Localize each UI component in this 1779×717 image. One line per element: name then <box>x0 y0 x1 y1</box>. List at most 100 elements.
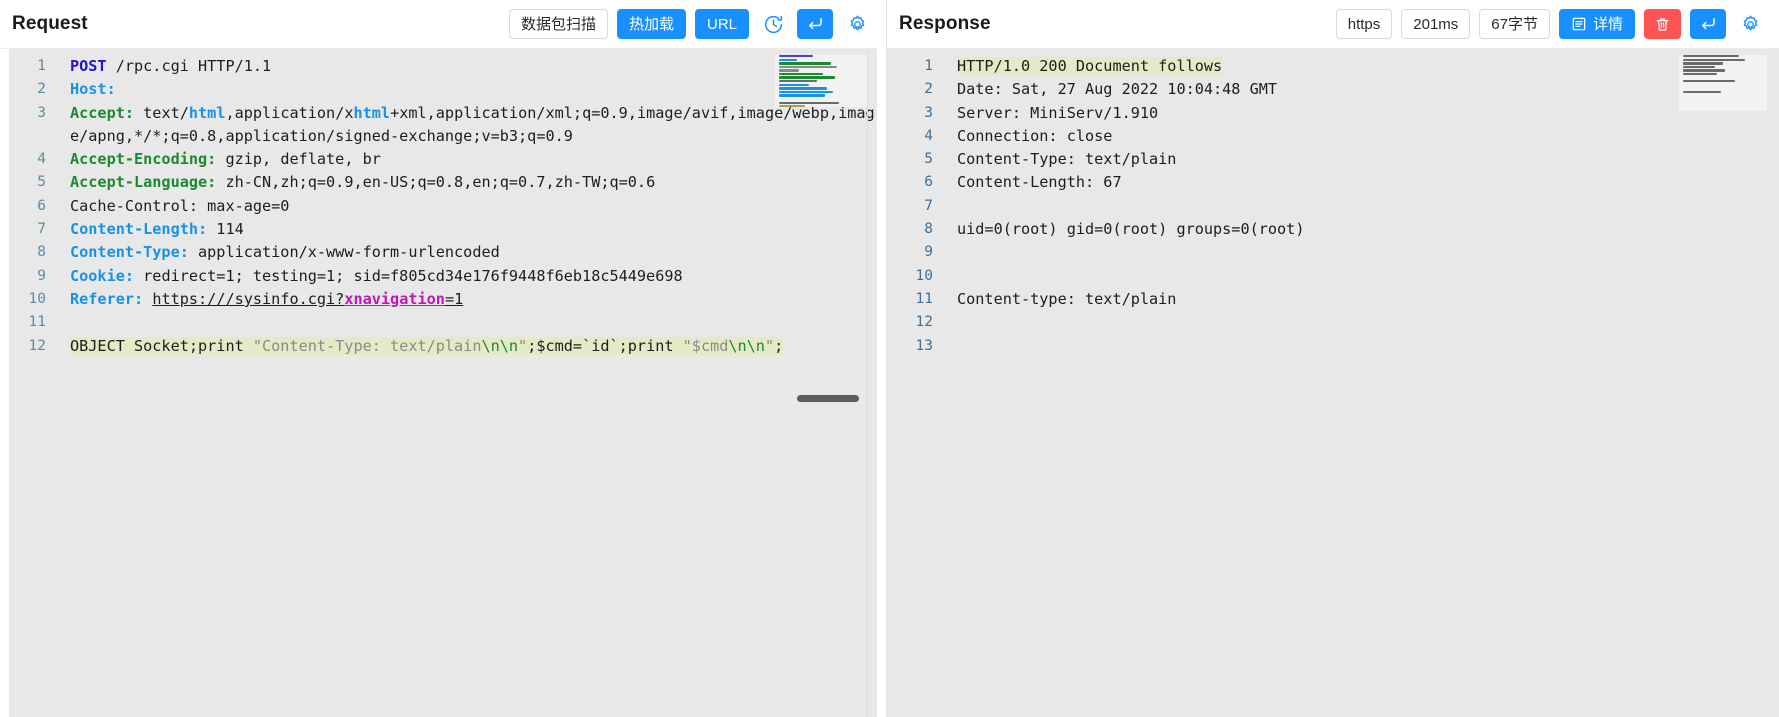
enter-return-icon <box>809 18 822 30</box>
response-toolbar: https 201ms 67字节 详情 <box>1335 9 1765 39</box>
history-icon-button[interactable] <box>758 9 788 39</box>
line-content: POST /rpc.cgi HTTP/1.1 <box>46 55 877 78</box>
code-token: Cache-Control: max-age=0 <box>70 196 290 215</box>
line-number: 12 <box>28 337 46 354</box>
code-token: POST <box>70 57 107 75</box>
scheme-badge-label: https <box>1347 15 1381 33</box>
code-token: " <box>764 336 775 355</box>
details-button[interactable]: 详情 <box>1558 9 1635 39</box>
response-panel-header: Response https 201ms 67字节 详情 <box>887 0 1779 48</box>
code-token: Content-Length: 67 <box>957 173 1122 192</box>
line-content: Accept: text/html,application/xhtml+xml,… <box>46 102 877 149</box>
code-line[interactable]: 9 <box>887 241 1779 264</box>
size-badge[interactable]: 67字节 <box>1479 9 1550 39</box>
code-line[interactable]: 11 Content-type: text/plain <box>887 288 1779 311</box>
line-number: 5 <box>924 151 933 168</box>
code-token: 114 <box>207 220 244 239</box>
send-icon-button[interactable] <box>797 9 833 39</box>
line-number: 11 <box>915 290 933 307</box>
code-line[interactable]: 2 Date: Sat, 27 Aug 2022 10:04:48 GMT <box>887 78 1779 101</box>
line-number: 1 <box>37 58 46 74</box>
request-horizontal-scrollbar[interactable] <box>797 395 859 402</box>
code-token: zh-CN,zh;q=0.9,en-US;q=0.8,en;q=0.7,zh-T… <box>216 173 656 192</box>
code-line[interactable]: 12 <box>887 311 1779 334</box>
code-token: \n\n <box>728 336 765 355</box>
line-number: 2 <box>924 81 933 98</box>
code-line[interactable]: 10 <box>887 265 1779 288</box>
line-number: 13 <box>915 337 933 354</box>
clock-history-icon <box>764 15 782 33</box>
line-number: 11 <box>28 314 46 331</box>
list-detail-icon <box>1572 17 1586 31</box>
url-button[interactable]: URL <box>694 9 749 39</box>
latency-badge[interactable]: 201ms <box>1401 9 1471 39</box>
code-token: ; <box>774 336 784 355</box>
send-icon-button[interactable] <box>1690 9 1726 39</box>
code-token: Date: Sat, 27 Aug 2022 10:04:48 GMT <box>957 80 1278 99</box>
hot-reload-label: 热加载 <box>628 15 674 33</box>
code-token: https:///sysinfo.cgi? <box>152 289 345 308</box>
line-number: 4 <box>37 151 46 168</box>
line-number: 8 <box>924 221 933 238</box>
code-token: Content-type: text/plain <box>957 289 1177 308</box>
settings-icon-button[interactable] <box>842 9 872 39</box>
request-editor-divider <box>867 49 868 717</box>
code-token: HTTP/1.0 200 Document follows <box>957 57 1223 75</box>
settings-icon-button[interactable] <box>1735 9 1765 39</box>
delete-button[interactable] <box>1644 9 1681 39</box>
code-token: Accept-Encoding: <box>70 150 217 169</box>
code-token: Cookie: <box>70 266 135 285</box>
line-content: uid=0(root) gid=0(root) groups=0(root) <box>933 218 1779 241</box>
line-content: Content-Length: 114 <box>46 218 877 241</box>
hot-reload-button[interactable]: 热加载 <box>616 9 686 39</box>
line-content: Server: MiniServ/1.910 <box>933 102 1779 125</box>
code-line[interactable]: 7 <box>887 195 1779 218</box>
code-line[interactable]: 13 <box>887 335 1779 358</box>
scheme-badge[interactable]: https <box>1335 9 1393 39</box>
request-gutter-edge <box>0 49 9 717</box>
size-badge-label: 67字节 <box>1491 15 1538 33</box>
code-token: \n\n <box>481 336 519 355</box>
code-token: html <box>353 103 391 122</box>
response-panel-title: Response <box>899 13 991 34</box>
line-content: Date: Sat, 27 Aug 2022 10:04:48 GMT <box>933 78 1779 101</box>
code-line[interactable]: 11 <box>0 311 877 334</box>
code-token: OBJECT Socket;print <box>70 336 253 355</box>
trash-icon <box>1656 17 1669 31</box>
line-number: 9 <box>924 244 933 261</box>
line-content: Referer: https:///sysinfo.cgi?xnavigatio… <box>46 288 877 311</box>
code-token: html <box>188 103 226 122</box>
packet-scan-button[interactable]: 数据包扫描 <box>508 9 608 39</box>
latency-badge-label: 201ms <box>1413 15 1459 33</box>
line-content: Cache-Control: max-age=0 <box>46 195 877 218</box>
code-token: "$cmd <box>682 336 729 355</box>
line-content: OBJECT Socket;print "Content-Type: text/… <box>46 335 877 358</box>
enter-return-icon <box>1702 18 1715 30</box>
response-panel: Response https 201ms 67字节 详情 <box>886 0 1779 717</box>
line-number: 10 <box>915 267 933 284</box>
code-token: "Content-Type: text/plain <box>252 336 482 355</box>
code-token: Accept: <box>70 103 135 122</box>
code-token: ,application/x <box>225 103 354 122</box>
